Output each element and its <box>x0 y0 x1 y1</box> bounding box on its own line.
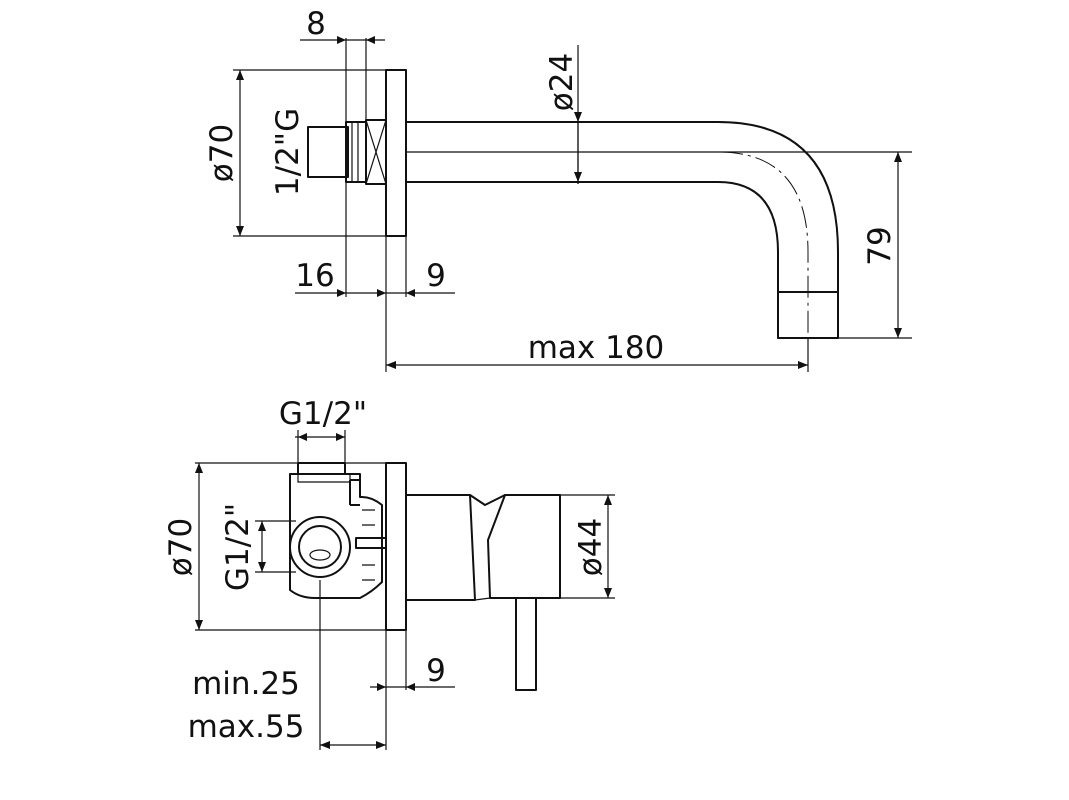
inlet-thread-label: G1/2" <box>279 396 367 432</box>
mixer-outlet-ring <box>289 516 351 578</box>
spout-dia-label: ø24 <box>544 53 580 111</box>
dim-spout-height: 79 <box>862 152 902 338</box>
mixer-valve-housing <box>289 462 387 599</box>
spout-view: 8 ø70 1/2"G ø24 16 9 <box>204 6 912 372</box>
dim-top-nut-width: 8 <box>300 6 385 44</box>
dim-bottom-flange-thk: 9 <box>370 653 455 691</box>
top-nut-width-label: 8 <box>306 6 326 42</box>
top-flange-dia-label: ø70 <box>204 124 240 182</box>
dim-top-depth: 16 9 <box>295 258 455 297</box>
depth-max-label: max.55 <box>188 709 305 745</box>
top-thread-label: 1/2"G <box>270 108 306 196</box>
spout-inlet-nut <box>307 119 387 185</box>
dim-top-flange-dia: ø70 <box>204 70 244 236</box>
spout-pipe <box>406 121 839 339</box>
lever-body-dia-label: ø44 <box>573 518 609 576</box>
depth-min-label: min.25 <box>192 666 300 702</box>
dim-inlet-thread: G1/2" <box>279 396 367 441</box>
mixer-lever-body <box>405 494 561 601</box>
dim-side-thread: G1/2" <box>220 503 266 591</box>
mixer-handle <box>515 597 537 691</box>
top-flange-thk-label: 9 <box>426 258 446 294</box>
bottom-flange-dia-label: ø70 <box>163 518 199 576</box>
spout-height-label: 79 <box>862 226 898 265</box>
dim-lever-body-dia: ø44 <box>573 495 612 598</box>
spout-reach-label: max 180 <box>528 330 665 366</box>
mixer-view: G1/2" ø70 G1/2" ø44 9 <box>163 396 615 750</box>
dim-spout-reach: max 180 <box>386 330 808 369</box>
mixer-wall-flange <box>385 462 407 631</box>
side-thread-label: G1/2" <box>220 503 256 591</box>
bottom-flange-thk-label: 9 <box>426 653 446 689</box>
spout-wall-flange <box>385 69 407 237</box>
dim-bottom-flange-dia: ø70 <box>163 463 203 630</box>
top-depth-label: 16 <box>295 258 334 294</box>
dim-spout-dia: ø24 <box>544 45 582 184</box>
dim-install-depth: min.25 max.55 <box>188 666 386 749</box>
